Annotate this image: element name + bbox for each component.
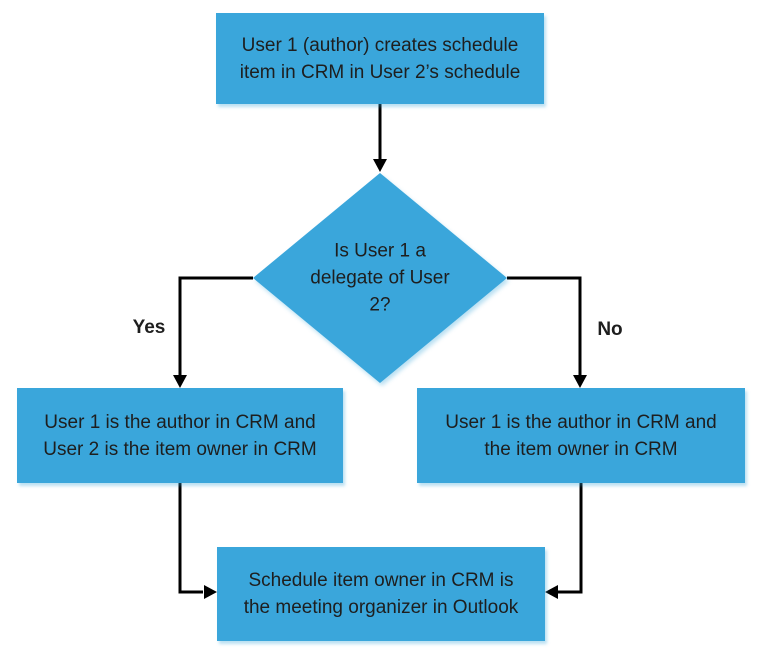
arrowhead-down-icon [573, 375, 587, 388]
arrowhead-left-icon [545, 585, 558, 599]
arrowhead-right-icon [204, 585, 217, 599]
node-yes-outcome-text: User 1 is the author in CRM and User 2 i… [43, 411, 317, 460]
node-no-outcome: User 1 is the author in CRM and the item… [417, 388, 745, 483]
arrow-yes-to-end [178, 483, 203, 594]
node-start-text: User 1 (author) creates schedule item in… [239, 34, 521, 83]
arrow-decision-to-yes [178, 276, 253, 375]
edge-label-no: No [597, 319, 623, 340]
node-start: User 1 (author) creates schedule item in… [216, 13, 544, 104]
edge-label-yes: Yes [132, 317, 166, 338]
arrowhead-down-icon [173, 375, 187, 388]
arrow-no-to-end [558, 483, 583, 594]
node-yes-outcome: User 1 is the author in CRM and User 2 i… [17, 388, 343, 483]
node-end: Schedule item owner in CRM is the meetin… [217, 547, 545, 641]
arrowhead-down-icon [373, 159, 387, 172]
node-decision-text: Is User 1 a delegate of User 2? [310, 240, 450, 316]
node-end-text: Schedule item owner in CRM is the meetin… [243, 570, 519, 618]
arrow-decision-to-no [507, 276, 582, 375]
node-no-outcome-text: User 1 is the author in CRM and the item… [445, 411, 717, 460]
